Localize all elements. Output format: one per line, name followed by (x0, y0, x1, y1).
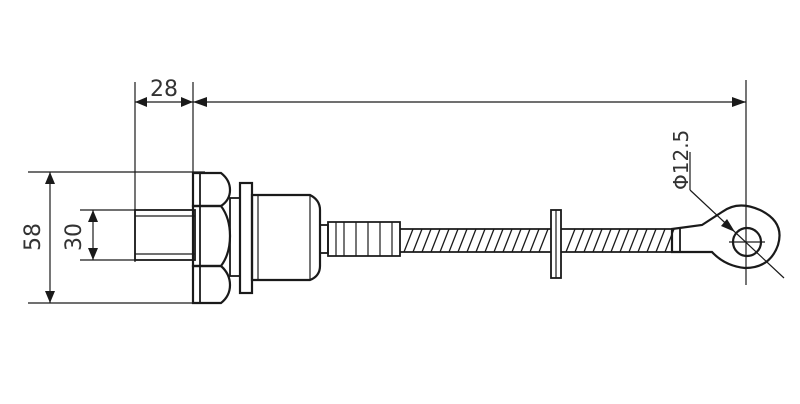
dimension-28-label: 28 (150, 77, 178, 102)
dimension-30: 30 (62, 209, 135, 261)
cable-strand (430, 228, 441, 253)
braided-cable (400, 228, 675, 253)
cable-strand (583, 228, 594, 253)
cable-strand (475, 228, 486, 253)
dimension-28: 28 (134, 77, 194, 262)
insulator (319, 221, 401, 257)
cable-strand (529, 228, 540, 253)
cable-strand (610, 228, 621, 253)
cable-strand (457, 228, 468, 253)
dimension-overall-length (193, 80, 747, 285)
cable-strand (511, 228, 522, 253)
device-body (250, 193, 322, 282)
flange (238, 181, 254, 295)
cable-strand (565, 228, 576, 253)
cable-strand (637, 228, 648, 253)
cable-strand (520, 228, 531, 253)
ring-diameter-label: Φ12.5 (669, 130, 693, 190)
cable-strand (493, 228, 504, 253)
cable-strand (502, 228, 513, 253)
dimension-ring-diameter: Φ12.5 (669, 130, 785, 279)
cable-strand (448, 228, 459, 253)
cable-strand (619, 228, 630, 253)
cable-strand (592, 228, 603, 253)
hex-nut (191, 171, 241, 305)
dimension-58: 58 (21, 171, 205, 304)
dimension-58-label: 58 (21, 223, 46, 251)
cable-strand (538, 228, 549, 253)
dimension-30-label: 30 (62, 223, 87, 251)
ring-terminal (670, 204, 781, 270)
cable-strand (466, 228, 477, 253)
cable-strand (421, 228, 432, 253)
cable-strand (412, 228, 423, 253)
cable-strand (628, 228, 639, 253)
cable-strand (601, 228, 612, 253)
cable-strand (646, 228, 657, 253)
cable-strand (484, 228, 495, 253)
cable-strand (655, 228, 666, 253)
threaded-stud (134, 209, 196, 261)
cable-marker-sleeve (550, 209, 562, 279)
cable-strand (574, 228, 585, 253)
cable-strand (403, 228, 414, 253)
cable-strand (439, 228, 450, 253)
